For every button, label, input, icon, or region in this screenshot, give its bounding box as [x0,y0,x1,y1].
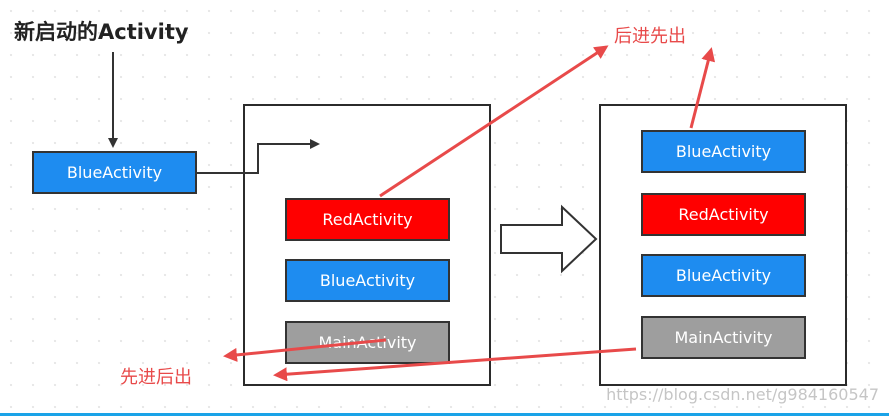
stack-before-activity: RedActivity [285,198,450,241]
stack-after-activity: BlueActivity [641,254,806,297]
arrow-fifo-right [273,347,637,382]
stack-after-activity-label: RedActivity [678,205,769,224]
arrow-lifo-right [689,47,716,129]
arrow-lifo-left [379,45,609,198]
stack-after-activity: RedActivity [641,193,806,236]
stack-before-activity-label: RedActivity [322,210,413,229]
stack-after-activity: MainActivity [641,316,806,359]
arrow-push-into-stack [197,139,320,174]
stack-before-activity-label: BlueActivity [319,271,416,290]
stack-after-activity-label: BlueActivity [675,142,772,161]
arrow-fifo-left [223,338,387,362]
note-fifo: 先进后出 [120,367,192,388]
stack-after-activity-label: MainActivity [674,328,773,347]
diagram-title: 新启动的Activity [14,20,189,44]
note-lifo: 后进先出 [614,26,686,47]
bottom-accent-bar [0,413,889,416]
stack-before-activity: BlueActivity [285,259,450,302]
watermark: https://blog.csdn.net/g984160547 [606,385,879,404]
stack-after-activity: BlueActivity [641,130,806,173]
incoming-activity-label: BlueActivity [66,163,163,182]
arrow-transition-hollow [500,204,598,274]
incoming-activity: BlueActivity [32,151,197,194]
stack-after-activity-label: BlueActivity [675,266,772,285]
